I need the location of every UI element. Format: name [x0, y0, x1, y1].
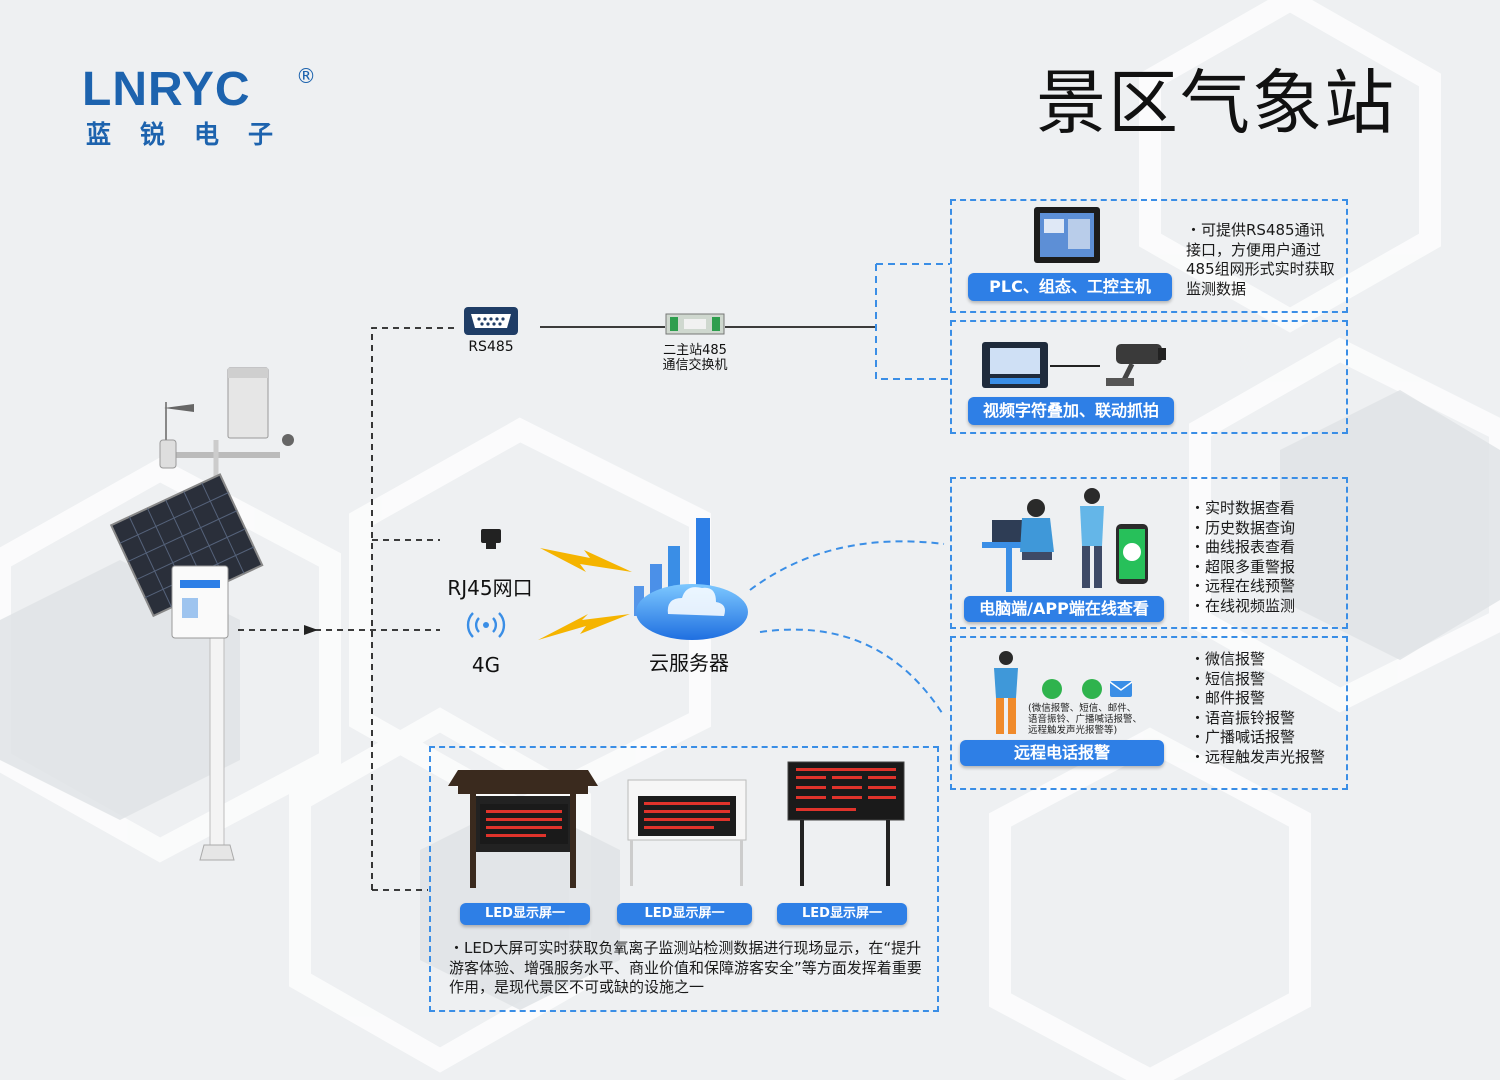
switch-label-line1: 二主站485 — [663, 343, 727, 358]
office-worker-illustration — [982, 488, 1148, 592]
brand-name-cn: 蓝锐电子 — [86, 120, 303, 149]
led-screen-pill-2: LED显示屏一 — [617, 903, 752, 925]
led-kiosk-illustration — [448, 770, 598, 888]
list-item: ・微信报警 — [1190, 650, 1266, 668]
rj45-label: RJ45网口 — [447, 576, 533, 600]
registered-mark: ® — [296, 64, 316, 88]
online-box — [950, 477, 1348, 629]
list-item: ・远程在线预警 — [1190, 577, 1296, 595]
online-feature-list: ・实时数据查看 ・历史数据查询 ・曲线报表查看 ・超限多重警报 ・远程在线预警 … — [1190, 499, 1295, 616]
lightning-bolt-icon — [538, 614, 630, 640]
list-item: ・实时数据查看 — [1190, 499, 1296, 517]
rs485-port-icon — [464, 307, 518, 335]
switch-label: 二主站485 通信交换机 — [630, 343, 760, 373]
wireless-signal-icon — [466, 612, 506, 638]
list-item: ・邮件报警 — [1190, 689, 1266, 707]
device-link-line — [1050, 365, 1100, 367]
weather-station-illustration — [109, 367, 294, 861]
lightning-bolt-icon — [540, 548, 632, 572]
plc-description: ・可提供RS485通讯接口，方便用户通过485组网形式实时获取监测数据 — [1186, 221, 1335, 298]
brand-logo: LNRYC — [82, 63, 251, 116]
alarm-box — [950, 636, 1348, 790]
led-screen-pill-3: LED显示屏一 — [777, 903, 907, 925]
list-item: ・短信报警 — [1190, 669, 1266, 688]
switch-label-line2: 通信交换机 — [662, 358, 728, 373]
alarm-channel-icons — [1042, 679, 1133, 699]
plc-box — [950, 199, 1348, 313]
led-description: ・LED大屏可实时获取负氧离子监测站检测数据进行现场显示，在“提升游客体验、增强… — [449, 939, 922, 996]
video-overlay-device-icon — [982, 342, 1048, 388]
industrial-pc-icon — [1034, 207, 1100, 263]
alarm-caption-line1: (微信报警、短信、邮件、 — [1028, 703, 1137, 714]
caller-person-icon — [994, 651, 1018, 734]
rj45-port-icon — [481, 529, 501, 549]
plc-pill: PLC、组态、工控主机 — [968, 273, 1172, 301]
alarm-caption: (微信报警、短信、邮件、 语音振铃、广播喊话报警、 远程触发声光报警等) — [1028, 703, 1158, 736]
list-item: ・超限多重警报 — [1190, 557, 1296, 576]
alarm-pill: 远程电话报警 — [960, 740, 1164, 766]
page-title: 景区气象站 — [1036, 62, 1396, 144]
list-item: ・历史数据查询 — [1190, 518, 1296, 537]
online-pill: 电脑端/APP端在线查看 — [964, 596, 1164, 622]
led-screen-pill-1: LED显示屏一 — [460, 903, 590, 925]
4g-label: 4G — [471, 653, 501, 677]
camera-icon — [1106, 344, 1166, 386]
alarm-caption-line3: 远程触发声光报警等) — [1028, 725, 1118, 736]
list-item: ・远程触发声光报警 — [1190, 747, 1326, 766]
video-box — [950, 320, 1348, 434]
list-item: ・在线视频监测 — [1190, 596, 1296, 615]
led-board-illustration — [787, 761, 905, 886]
cloud-server-label: 云服务器 — [649, 651, 729, 675]
list-item: ・语音振铃报警 — [1190, 708, 1296, 727]
alarm-feature-list: ・微信报警 ・短信报警 ・邮件报警 ・语音振铃报警 ・广播喊话报警 ・远程触发声… — [1190, 650, 1325, 767]
video-pill: 视频字符叠加、联动抓拍 — [968, 397, 1174, 425]
alarm-caption-line2: 语音振铃、广播喊话报警、 — [1028, 714, 1143, 725]
led-panel-illustration — [627, 779, 747, 886]
switch-device-icon — [665, 313, 725, 335]
rs485-label: RS485 — [468, 339, 514, 355]
cloud-server-icon — [634, 518, 748, 640]
led-box — [429, 746, 939, 1012]
list-item: ・广播喊话报警 — [1190, 728, 1296, 746]
list-item: ・曲线报表查看 — [1190, 538, 1296, 556]
